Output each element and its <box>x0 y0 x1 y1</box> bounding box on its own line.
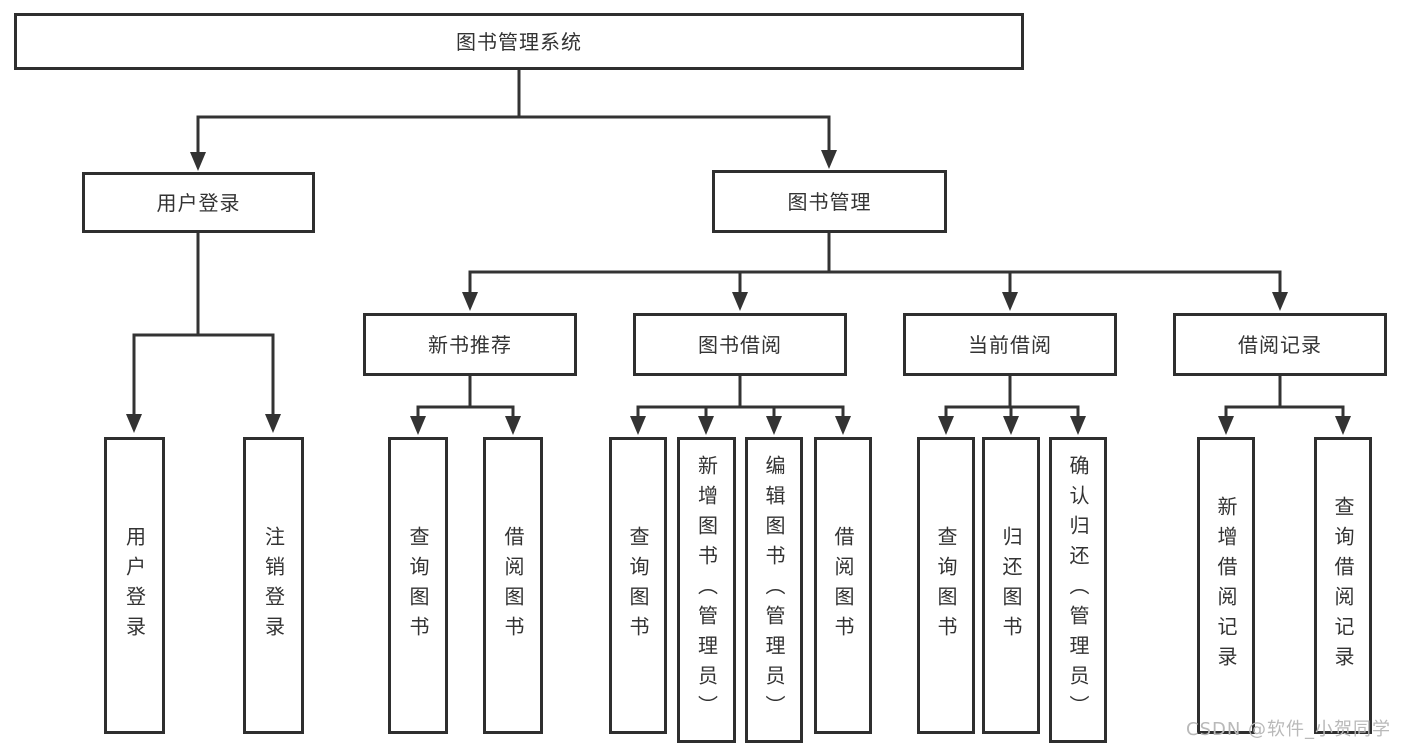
arrowhead-rec-borrow-book <box>505 416 521 435</box>
arrowhead-borrow-borrow-book <box>835 416 851 435</box>
arrowhead-record-query <box>1335 416 1351 435</box>
arrowhead-borrow-add-book <box>698 416 714 435</box>
node-book-borrow: 图书借阅 <box>633 313 847 376</box>
arrowhead-borrow-edit-book <box>766 416 782 435</box>
node-borrow-record: 借阅记录 <box>1173 313 1387 376</box>
leaf-rec-borrow-book: 借阅图书 <box>483 437 543 734</box>
arrowhead-record-add <box>1218 416 1234 435</box>
arrowhead-new-book-rec <box>462 292 478 311</box>
node-new-book-rec-label: 新书推荐 <box>428 332 512 357</box>
node-root-label: 图书管理系统 <box>456 29 582 54</box>
leaf-rec-borrow-book-label: 借阅图书 <box>501 525 525 646</box>
arrowhead-book-borrow <box>732 292 748 311</box>
leaf-record-add-borrow-record: 新增借阅记录 <box>1197 437 1255 734</box>
leaf-user-login-label: 用户登录 <box>122 525 147 646</box>
leaf-user-login: 用户登录 <box>104 437 165 734</box>
node-user-login-label: 用户登录 <box>156 190 241 215</box>
leaf-record-query-borrow-record-label: 查询借阅记录 <box>1331 495 1355 676</box>
leaf-current-query-book-label: 查询图书 <box>934 525 958 646</box>
node-current-borrow-label: 当前借阅 <box>968 332 1052 357</box>
edge-rec-to-leaves <box>416 376 515 418</box>
leaf-current-return-book: 归还图书 <box>982 437 1040 734</box>
node-current-borrow: 当前借阅 <box>903 313 1117 376</box>
leaf-borrow-edit-book-admin-label: 编辑图书（管理员） <box>762 455 786 725</box>
leaf-logout-label: 注销登录 <box>261 525 286 646</box>
leaf-logout: 注销登录 <box>243 437 304 734</box>
leaf-borrow-borrow-book-label: 借阅图书 <box>831 525 855 646</box>
node-user-login: 用户登录 <box>82 172 315 233</box>
edge-login-to-leaves <box>132 233 275 416</box>
leaf-borrow-query-book: 查询图书 <box>609 437 667 734</box>
leaf-rec-query-book: 查询图书 <box>388 437 448 734</box>
leaf-rec-query-book-label: 查询图书 <box>406 525 430 646</box>
leaf-borrow-borrow-book: 借阅图书 <box>814 437 872 734</box>
leaf-current-confirm-return-admin-label: 确认归还（管理员） <box>1066 455 1090 725</box>
leaf-borrow-add-book-admin-label: 新增图书（管理员） <box>694 455 719 725</box>
arrowhead-leaf-user-login <box>126 414 142 433</box>
node-root: 图书管理系统 <box>14 13 1024 70</box>
arrowhead-leaf-logout <box>265 414 281 433</box>
edge-root-to-level2 <box>196 70 831 154</box>
arrowhead-borrow-record <box>1272 292 1288 311</box>
leaf-borrow-query-book-label: 查询图书 <box>626 525 650 646</box>
node-book-mgmt: 图书管理 <box>712 170 947 233</box>
node-new-book-rec: 新书推荐 <box>363 313 577 376</box>
arrowhead-current-confirm-return <box>1070 416 1086 435</box>
leaf-record-query-borrow-record: 查询借阅记录 <box>1314 437 1372 734</box>
leaf-current-return-book-label: 归还图书 <box>999 525 1023 646</box>
leaf-borrow-add-book-admin: 新增图书（管理员） <box>677 437 736 743</box>
edge-borrow-to-leaves <box>636 376 845 418</box>
node-borrow-record-label: 借阅记录 <box>1238 332 1322 357</box>
arrowhead-current-borrow <box>1002 292 1018 311</box>
leaf-current-query-book: 查询图书 <box>917 437 975 734</box>
csdn-watermark: CSDN @软件_小贺同学 <box>1186 719 1392 740</box>
arrowhead-current-return-book <box>1003 416 1019 435</box>
arrowhead-book-mgmt <box>821 150 837 169</box>
arrowhead-current-query-book <box>938 416 954 435</box>
leaf-borrow-edit-book-admin: 编辑图书（管理员） <box>745 437 803 743</box>
edge-record-to-leaves <box>1224 376 1345 418</box>
leaf-record-add-borrow-record-label: 新增借阅记录 <box>1214 495 1238 676</box>
arrowhead-borrow-query-book <box>630 416 646 435</box>
leaf-current-confirm-return-admin: 确认归还（管理员） <box>1049 437 1107 743</box>
node-book-borrow-label: 图书借阅 <box>698 332 782 357</box>
edge-current-to-leaves <box>944 376 1080 418</box>
arrowhead-user-login <box>190 152 206 171</box>
edge-mgmt-to-level3 <box>468 233 1282 294</box>
node-book-mgmt-label: 图书管理 <box>787 189 872 214</box>
arrowhead-rec-query-book <box>410 416 426 435</box>
